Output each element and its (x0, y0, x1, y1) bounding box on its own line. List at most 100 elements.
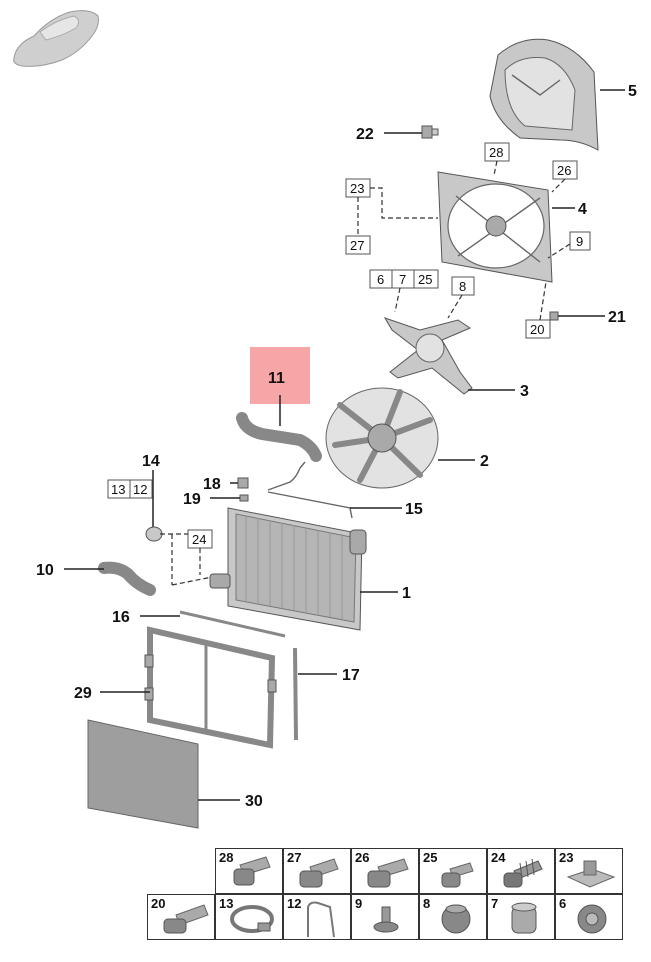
bolt-icon (299, 858, 339, 888)
grid-cell-26[interactable]: 26 (351, 848, 419, 894)
motor-bracket-part (383, 317, 473, 395)
bushing-icon (511, 902, 537, 934)
fan-frame-part (437, 171, 553, 283)
svg-text:28: 28 (489, 145, 503, 160)
svg-text:24: 24 (192, 532, 206, 547)
lower-hose-part (98, 561, 156, 596)
push-pin-icon (373, 906, 399, 933)
ref-box-26: 26 (552, 160, 578, 180)
ref-box-9: 9 (569, 231, 591, 251)
svg-text:20: 20 (530, 322, 544, 337)
clip-19-part (239, 494, 249, 502)
wire-clip-icon (307, 901, 335, 938)
bolt-icon (233, 856, 271, 886)
grid-label: 7 (491, 896, 499, 911)
grid-cell-20[interactable]: 20 (147, 894, 215, 940)
ref-box-12: 12 (129, 479, 153, 499)
grid-cell-24[interactable]: 24 (487, 848, 555, 894)
callout-14: 14 (142, 453, 160, 470)
callout-15: 15 (405, 501, 423, 518)
ref-box-25: 25 (413, 269, 439, 289)
callout-2: 2 (480, 453, 489, 470)
svg-text:12: 12 (133, 482, 147, 497)
grid-label: 20 (151, 896, 166, 911)
ref-box-6: 6 (369, 269, 393, 289)
callout-11[interactable]: 11 (268, 370, 285, 387)
grid-label: 23 (559, 850, 574, 865)
radiator-part (209, 507, 367, 631)
bolt-icon (367, 858, 409, 888)
screw-21-part (549, 311, 559, 321)
car-thumbnail-icon (13, 10, 99, 67)
grid-label: 12 (287, 896, 302, 911)
ref-box-8: 8 (451, 276, 475, 296)
screen-30-part (87, 719, 199, 829)
grommet-icon (577, 904, 607, 934)
callout-21: 21 (608, 309, 626, 326)
bolt-icon (441, 862, 474, 888)
svg-text:9: 9 (576, 234, 583, 249)
svg-text:23: 23 (350, 181, 364, 196)
grid-label: 25 (423, 850, 438, 865)
svg-text:6: 6 (377, 272, 384, 287)
grid-cell-7[interactable]: 7 (487, 894, 555, 940)
screw-22-part (421, 125, 439, 139)
ref-box-7: 7 (391, 269, 415, 289)
seal-16-part (179, 610, 286, 638)
grid-label: 27 (287, 850, 302, 865)
svg-text:8: 8 (459, 279, 466, 294)
callout-22: 22 (356, 126, 374, 143)
grid-cell-13[interactable]: 13 (215, 894, 283, 940)
screw-icon (503, 858, 543, 888)
grid-label: 28 (219, 850, 234, 865)
callout-1: 1 (402, 585, 411, 602)
callout-29: 29 (74, 685, 92, 702)
bolt-icon (163, 904, 209, 934)
svg-text:26: 26 (557, 163, 571, 178)
callout-17: 17 (342, 667, 360, 684)
callout-30: 30 (245, 793, 263, 810)
callout-3: 3 (520, 383, 529, 400)
ref-box-24: 24 (187, 529, 213, 549)
rubber-mount-icon (441, 904, 471, 934)
grid-cell-27[interactable]: 27 (283, 848, 351, 894)
clip-18-part (237, 477, 249, 489)
grid-label: 13 (219, 896, 234, 911)
upper-hose-part (236, 412, 322, 462)
grid-label: 9 (355, 896, 363, 911)
svg-text:27: 27 (350, 238, 364, 253)
svg-text:7: 7 (399, 272, 406, 287)
ref-box-20: 20 (525, 319, 551, 339)
grid-label: 24 (491, 850, 506, 865)
fan-shroud-part (489, 38, 599, 151)
callout-5: 5 (628, 83, 637, 100)
clip-nut-icon (566, 860, 616, 888)
grid-cell-12[interactable]: 12 (283, 894, 351, 940)
grid-cell-6[interactable]: 6 (555, 894, 623, 940)
grid-cell-8[interactable]: 8 (419, 894, 487, 940)
callout-10: 10 (36, 562, 54, 579)
grid-label: 26 (355, 850, 370, 865)
grid-cell-28[interactable]: 28 (215, 848, 283, 894)
strip-17-part (293, 647, 298, 741)
ref-box-13: 13 (107, 479, 131, 499)
hose-clamp-icon (230, 905, 274, 933)
fan-part (325, 387, 439, 489)
frame-29-part (144, 626, 277, 749)
grid-cell-25[interactable]: 25 (419, 848, 487, 894)
cap-14-part (145, 526, 163, 542)
callout-18: 18 (203, 476, 221, 493)
callout-19: 19 (183, 491, 201, 508)
ref-box-27: 27 (345, 235, 371, 255)
callout-4: 4 (578, 201, 587, 218)
ref-box-23: 23 (345, 178, 371, 198)
svg-text:13: 13 (111, 482, 125, 497)
grid-cell-9[interactable]: 9 (351, 894, 419, 940)
highlight-box-11[interactable] (250, 347, 310, 404)
grid-label: 8 (423, 896, 431, 911)
callout-16: 16 (112, 609, 130, 626)
grid-cell-23[interactable]: 23 (555, 848, 623, 894)
grid-label: 6 (559, 896, 567, 911)
